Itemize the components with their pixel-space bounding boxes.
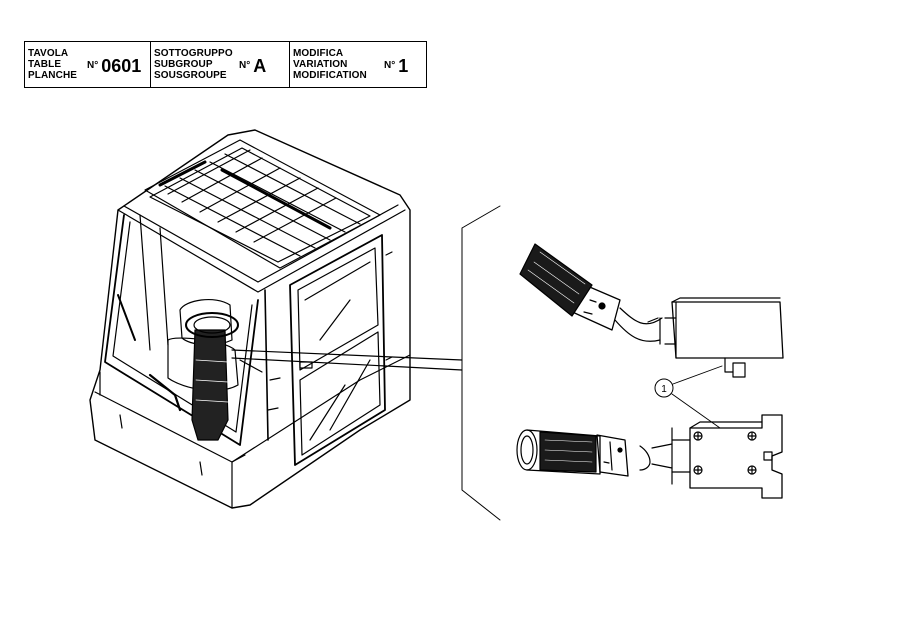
leader-line-upper xyxy=(231,349,463,361)
upper-joystick-part xyxy=(519,243,784,378)
table-number-prefix: N° xyxy=(87,60,99,71)
subgroup-number-group: N°A xyxy=(239,56,266,77)
modification-labels: MODIFICA VARIATION MODIFICATION xyxy=(293,48,367,81)
modification-label-fr: MODIFICATION xyxy=(293,70,367,81)
callout-number: 1 xyxy=(661,384,667,395)
subgroup-number-prefix: N° xyxy=(239,60,251,71)
modification-number-prefix: N° xyxy=(384,60,396,71)
cab-illustration xyxy=(89,129,411,509)
subgroup-labels: SOTTOGRUPPO SUBGROUP SOUSGROUPE xyxy=(154,48,233,81)
modification-number: 1 xyxy=(398,56,409,76)
table-cell: TAVOLA TABLE PLANCHE N°0601 xyxy=(25,42,151,87)
subgroup-cell: SOTTOGRUPPO SUBGROUP SOUSGROUPE N°A xyxy=(151,42,290,87)
lower-joystick-part xyxy=(516,414,783,499)
callout-1: 1 xyxy=(654,365,723,429)
subgroup-label-it: SOTTOGRUPPO xyxy=(154,48,233,59)
modification-cell: MODIFICA VARIATION MODIFICATION N°1 xyxy=(290,42,426,87)
table-label-fr: PLANCHE xyxy=(28,70,78,81)
table-labels: TAVOLA TABLE PLANCHE xyxy=(28,48,77,81)
modification-number-group: N°1 xyxy=(384,56,408,77)
subgroup-number: A xyxy=(253,56,267,76)
modification-label-it: MODIFICA xyxy=(293,48,344,59)
title-block: TAVOLA TABLE PLANCHE N°0601 SOTTOGRUPPO … xyxy=(24,41,427,88)
table-number: 0601 xyxy=(101,56,142,76)
leader-line-lower xyxy=(231,357,463,371)
table-label-it: TAVOLA xyxy=(28,48,69,59)
subgroup-label-fr: SOUSGROUPE xyxy=(154,70,227,81)
table-number-group: N°0601 xyxy=(87,56,141,77)
subgroup-label-en: SUBGROUP xyxy=(154,59,213,70)
detail-bracket xyxy=(461,205,501,521)
table-label-en: TABLE xyxy=(28,59,62,70)
modification-label-en: VARIATION xyxy=(293,59,348,70)
